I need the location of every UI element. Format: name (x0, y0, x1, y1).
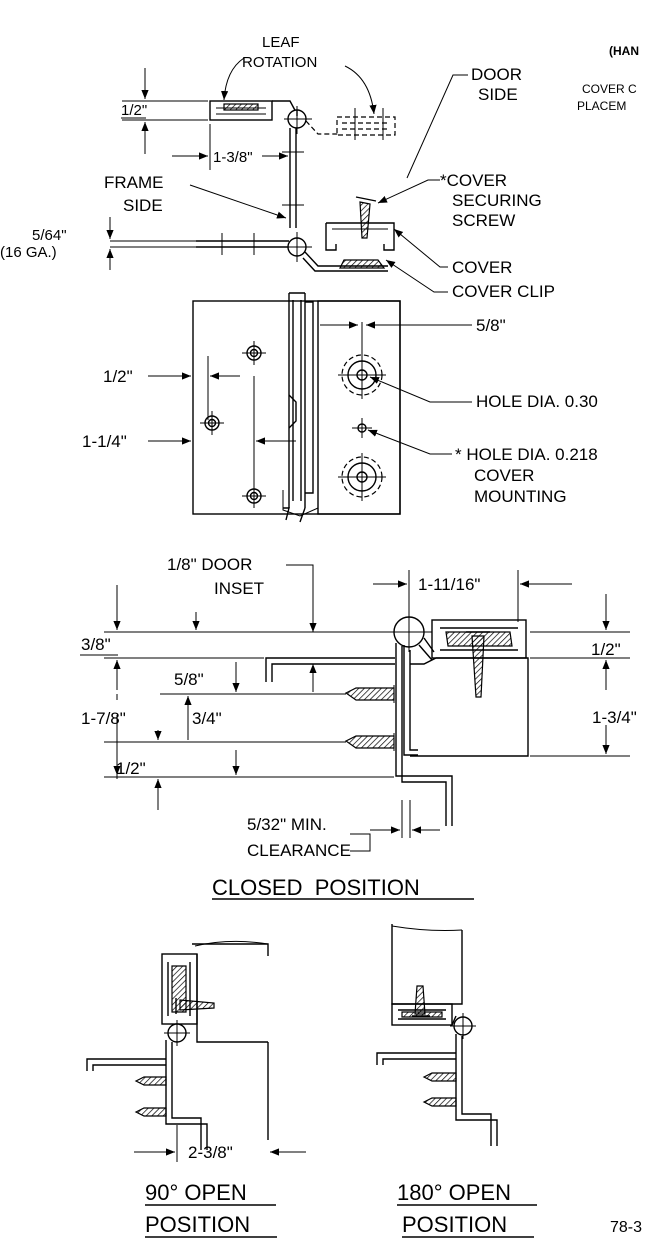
label-door-inset-1: 1/8" DOOR (167, 555, 252, 574)
label-cover-mounting-1: COVER (474, 466, 534, 485)
door-panel (410, 657, 529, 757)
wood-screw-90-upper (134, 1076, 167, 1086)
wood-screw-180-upper (422, 1072, 457, 1082)
title-180-open-1: 180° OPEN (397, 1180, 511, 1205)
dim-5-8-top: 5/8" (476, 316, 506, 335)
screw-hole-frame-bottom (242, 484, 266, 508)
screw-hole-door-bottom (338, 453, 386, 501)
label-door-side: SIDE (478, 85, 518, 104)
dim-5-64: 5/64" (32, 227, 67, 244)
wood-screw-upper (344, 685, 395, 703)
label-cover-screw-3: SCREW (452, 211, 515, 230)
dim-3-8: 3/8" (81, 635, 111, 654)
hinge-leaf-elevation: 5/8" 1/2" 1-1/4" HOLE DIA. 0.30 * HOLE D… (82, 292, 598, 523)
closed-position-detail: 1/8" DOOR INSET 1-11/16" (80, 555, 637, 900)
label-hole-dia-030: HOLE DIA. 0.30 (476, 392, 598, 411)
label-cover-placement-1: COVER C (582, 82, 637, 96)
cover-mounting-hole (352, 418, 372, 438)
drawing-number: 78-3 (610, 1219, 642, 1236)
wood-screw-lower (344, 733, 395, 751)
frame-stop (265, 657, 395, 682)
label-hole-dia-0218: * HOLE DIA. 0.218 (455, 445, 598, 464)
label-cover-screw-1: *COVER (440, 171, 507, 190)
dim-half-leaf: 1/2" (103, 367, 133, 386)
dim-3-4: 3/4" (192, 709, 222, 728)
dim-1-3-8: 1-3/8" (213, 149, 253, 166)
door-panel-90 (192, 943, 269, 1140)
title-180-open-2: POSITION (402, 1212, 507, 1237)
cover-channel (325, 222, 395, 251)
dim-1-3-4: 1-3/4" (592, 708, 637, 727)
cover-profile-left (209, 100, 273, 121)
label-hand-partial: (HAN (609, 44, 639, 58)
screw-hole-frame-top (242, 341, 266, 365)
dim-half-right: 1/2" (591, 640, 621, 659)
dim-16-ga: (16 GA.) (0, 244, 57, 261)
cover-profile-rotated (336, 116, 396, 136)
label-cover-placement-2: PLACEM (577, 99, 626, 113)
dim-1-11-16: 1-11/16" (418, 575, 480, 594)
screw-hole-door-top (338, 322, 386, 399)
cover-screw-180 (412, 985, 430, 1017)
wood-screw-180-lower (422, 1097, 457, 1107)
cover-screw-closed (466, 631, 490, 698)
label-door-inset-2: INSET (214, 579, 264, 598)
title-closed-position: CLOSED POSITION (212, 875, 420, 900)
cover-screw-90 (175, 998, 215, 1014)
cover-clip (339, 259, 386, 269)
dim-half-bottom: 1/2" (116, 759, 146, 778)
label-cover: COVER (452, 258, 512, 277)
label-clearance-2: CLEARANCE (247, 841, 351, 860)
label-leaf: LEAF (262, 34, 300, 51)
open-90-position-detail: 2-3/8" 90° OPEN POSITION (86, 940, 306, 1238)
title-90-open-2: POSITION (145, 1212, 250, 1237)
door-panel-180 (391, 924, 463, 1005)
open-180-position-detail: 180° OPEN POSITION (376, 924, 537, 1238)
title-90-open-1: 90° OPEN (145, 1180, 247, 1205)
label-cover-screw-2: SECURING (452, 191, 542, 210)
leaf-rotation-detail: 1/2" 1-3/8" LEAF ROTATION DOOR SIDE FRAM… (104, 34, 639, 228)
dim-2-3-8: 2-3/8" (188, 1143, 233, 1162)
label-frame: FRAME (104, 173, 164, 192)
label-frame-side: SIDE (123, 196, 163, 215)
cover-clip-assembly: 5/64" (16 GA.) *COVER SECURING SCREW COV… (0, 171, 555, 301)
dim-5-8-mid: 5/8" (174, 670, 204, 689)
label-rotation: ROTATION (242, 54, 317, 71)
label-clearance-1: 5/32" MIN. (247, 815, 327, 834)
label-door: DOOR (471, 65, 522, 84)
label-cover-clip: COVER CLIP (452, 282, 555, 301)
cover-securing-screw (355, 196, 377, 239)
screw-hole-frame-mid (200, 411, 224, 435)
wood-screw-90-lower (134, 1107, 167, 1117)
dim-1-7-8: 1-7/8" (81, 709, 126, 728)
label-cover-mounting-2: MOUNTING (474, 487, 567, 506)
dim-half-inch-top: 1/2" (121, 102, 147, 119)
dim-1-1-4: 1-1/4" (82, 432, 127, 451)
